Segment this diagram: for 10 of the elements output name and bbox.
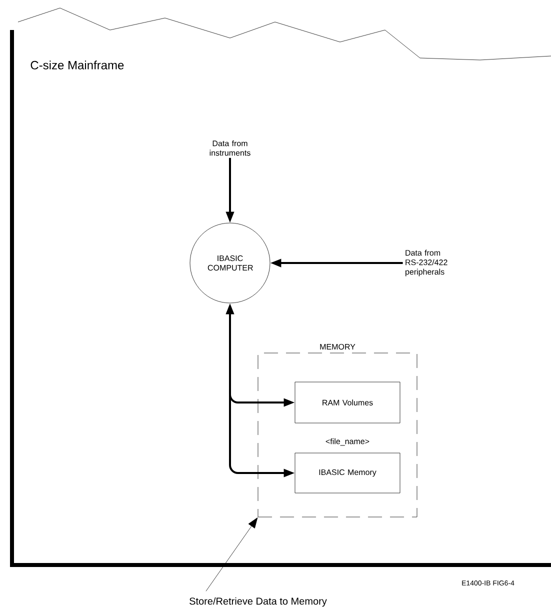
storage-box: RAM Volumes — [294, 382, 400, 424]
caption-text: Store/Retrieve Data to Memory — [190, 597, 327, 607]
panel-title: C-size Mainframe — [30, 60, 124, 70]
file-name-text: <file_name> — [326, 438, 370, 446]
storage-box: IBASIC Memory — [294, 452, 400, 494]
source-text: Data from instruments — [210, 140, 250, 156]
node-label: MEMORY — [320, 344, 356, 350]
mainframe-outline — [10, 8, 551, 567]
arrow — [206, 517, 258, 592]
source-text: Data from RS-232/422 peripherals — [406, 250, 448, 276]
